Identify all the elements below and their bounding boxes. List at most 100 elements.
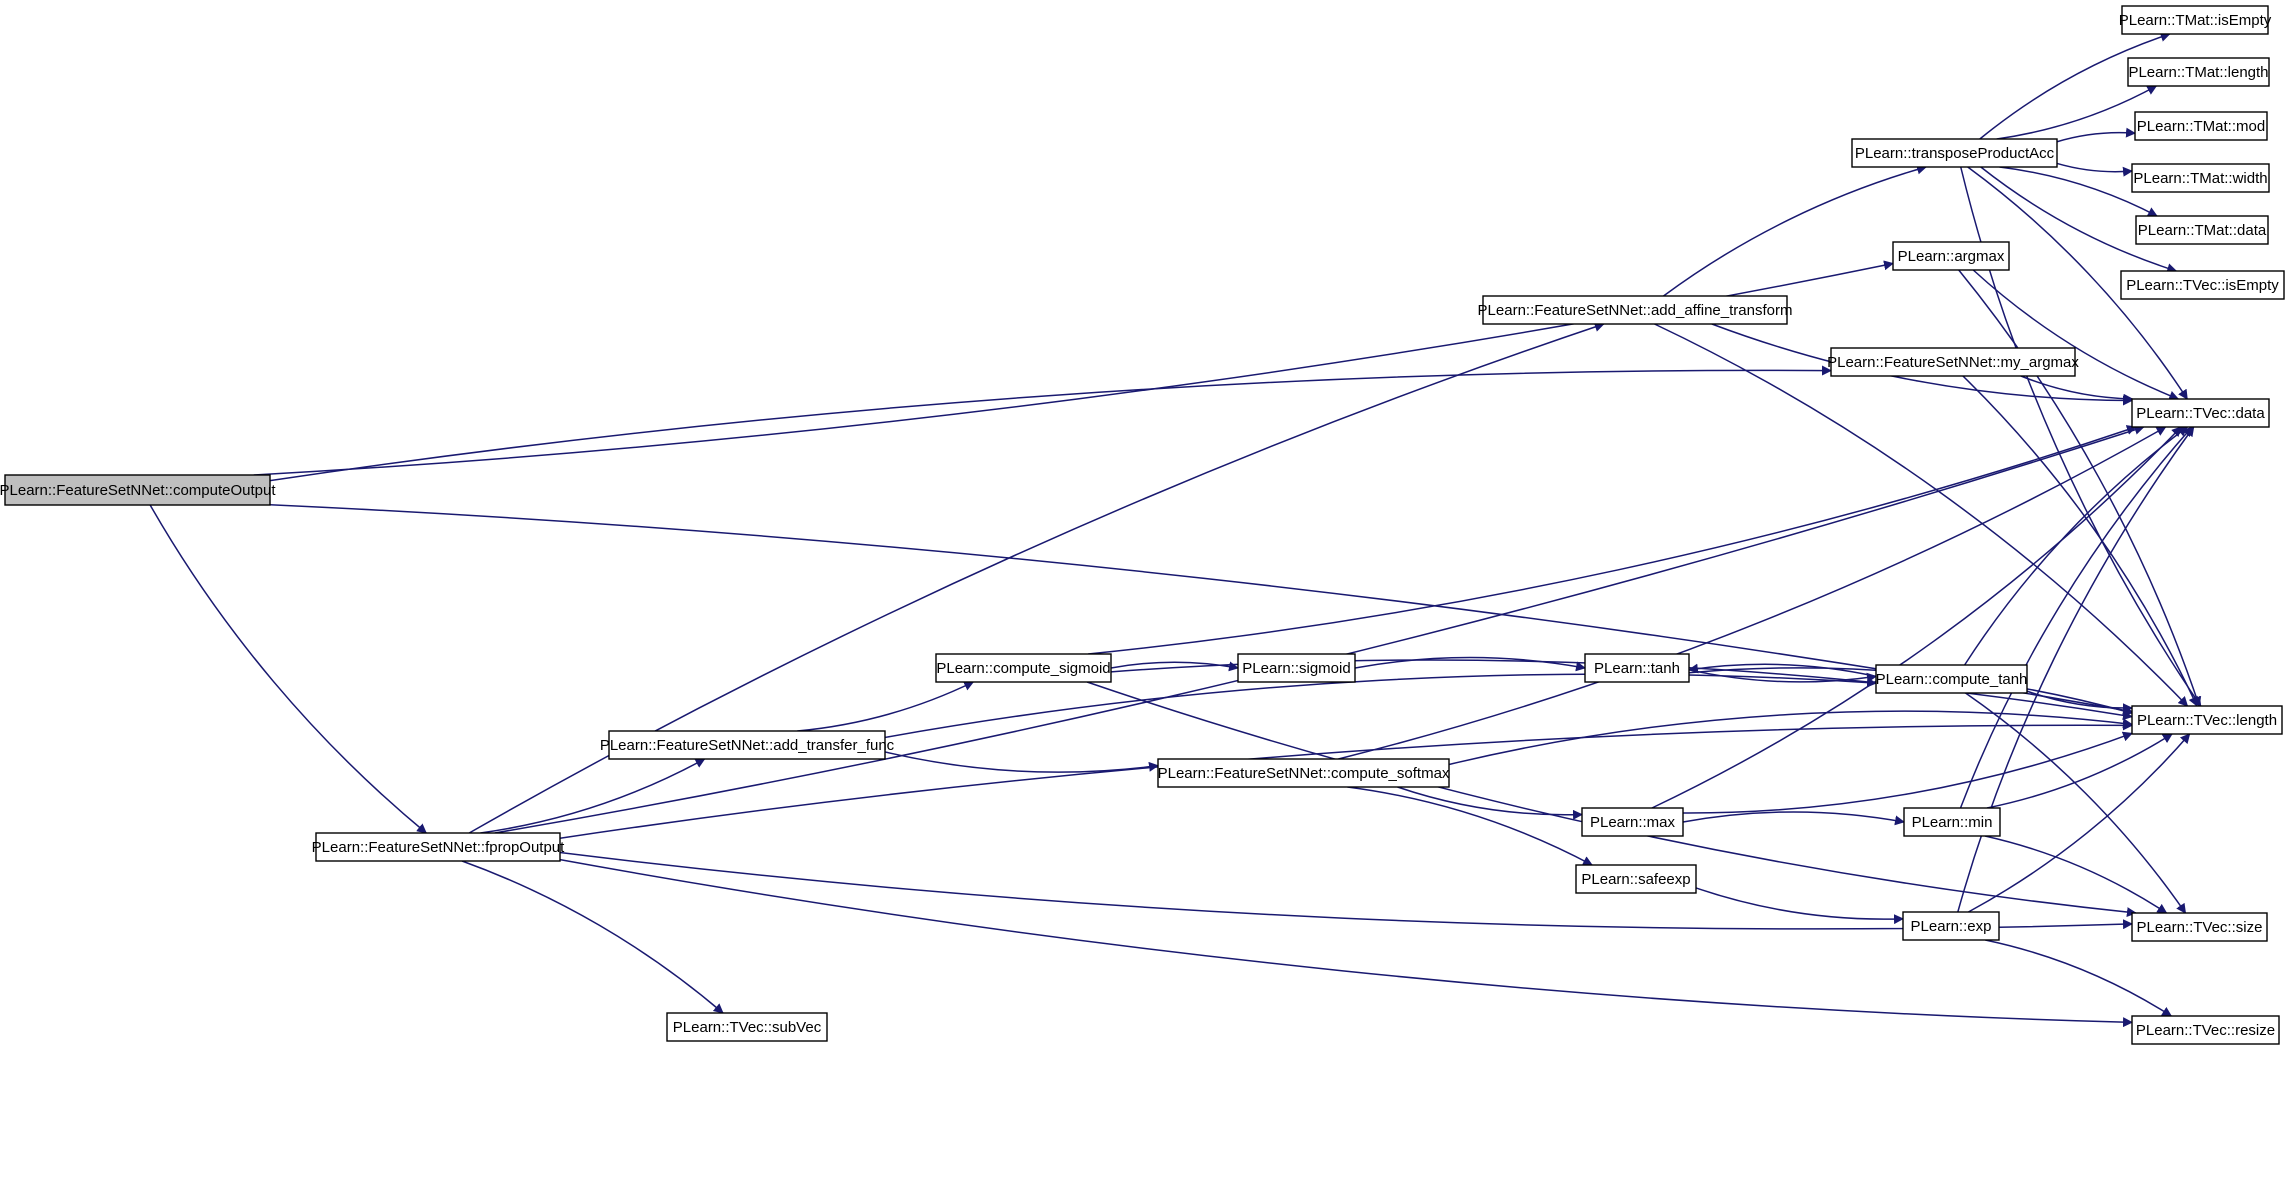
node-tmat-width[interactable]: PLearn::TMat::width (2131, 163, 2270, 193)
node-box (1875, 664, 2028, 694)
edge-n14-n11 (2056, 162, 2133, 177)
node-box (2131, 705, 2283, 735)
edge-n22-n5 (1682, 731, 2133, 814)
edge-n25-n7 (1985, 939, 2173, 1017)
node-feature-set-nnet-add-affine-transform[interactable]: PLearn::FeatureSetNNet::add_affine_trans… (1478, 295, 1793, 325)
node-box (2131, 163, 2270, 193)
node-box (1584, 653, 1690, 683)
node-box (1851, 138, 2058, 168)
node-label: PLearn::FeatureSetNNet::add_affine_trans… (1478, 302, 1793, 319)
node-safeexp[interactable]: PLearn::safeexp (1575, 864, 1697, 894)
node-tvec-length[interactable]: PLearn::TVec::length (2131, 705, 2283, 735)
node-box (2134, 111, 2268, 141)
node-box (2131, 1015, 2280, 1045)
node-box (315, 832, 561, 862)
node-layer: PLearn::FeatureSetNNet::computeOutputPLe… (0, 5, 2285, 1045)
node-box (2120, 270, 2285, 300)
node-compute-sigmoid[interactable]: PLearn::compute_sigmoid (935, 653, 1112, 683)
edge-n15-n4 (1711, 323, 2133, 406)
edge-n19-n5 (2026, 690, 2133, 714)
node-box (1581, 807, 1684, 837)
node-box (1830, 347, 2076, 377)
node-label: PLearn::TMat::width (2133, 170, 2267, 187)
edge-n0-n3 (149, 504, 427, 834)
node-tvec-is-empty[interactable]: PLearn::TVec::isEmpty (2120, 270, 2285, 300)
node-tmat-length[interactable]: PLearn::TMat::length (2127, 57, 2270, 87)
edge-n3-n26 (461, 860, 724, 1014)
node-label: PLearn::FeatureSetNNet::computeOutput (0, 482, 276, 499)
node-label: PLearn::TMat::length (2128, 64, 2268, 81)
node-feature-set-nnet-my-argmax[interactable]: PLearn::FeatureSetNNet::my_argmax (1827, 347, 2079, 377)
node-tmat-data[interactable]: PLearn::TMat::data (2135, 215, 2269, 245)
node-tmat-mod[interactable]: PLearn::TMat::mod (2134, 111, 2268, 141)
node-label: PLearn::FeatureSetNNet::fpropOutput (312, 839, 565, 856)
edge-n15-n14 (1663, 164, 1927, 297)
node-box (2127, 57, 2270, 87)
edge-layer (149, 32, 2202, 1028)
node-min[interactable]: PLearn::min (1903, 807, 2001, 837)
edge-n3-n20 (480, 758, 706, 834)
edge-n0-n2 (269, 365, 1832, 482)
edge-n15-n5 (1654, 323, 2189, 707)
node-label: PLearn::max (1590, 814, 1676, 831)
edge-n16-n17 (1110, 661, 1239, 672)
node-label: PLearn::transposeProductAcc (1855, 145, 2055, 162)
edge-n1-n5 (1958, 269, 2202, 707)
node-label: PLearn::TVec::resize (2136, 1022, 2275, 1039)
edge-n24-n25 (1695, 887, 1904, 925)
node-label: PLearn::TMat::mod (2137, 118, 2265, 135)
node-exp[interactable]: PLearn::exp (1902, 911, 2000, 941)
node-label: PLearn::TVec::length (2137, 712, 2277, 729)
node-box (666, 1012, 828, 1042)
node-label: PLearn::exp (1911, 918, 1992, 935)
edge-n14-n4 (1967, 166, 2188, 400)
edge-n18-n19 (1688, 669, 1877, 683)
node-tvec-size[interactable]: PLearn::TVec::size (2131, 912, 2268, 942)
node-feature-set-nnet-compute-output[interactable]: PLearn::FeatureSetNNet::computeOutput (0, 474, 276, 506)
node-box (1157, 758, 1450, 788)
edge-n19-n6 (1965, 692, 2187, 914)
edge-n3-n7 (559, 858, 2133, 1028)
node-label: PLearn::TVec::isEmpty (2126, 277, 2279, 294)
edge-n3-n5 (559, 720, 2133, 839)
node-label: PLearn::FeatureSetNNet::add_transfer_fun… (600, 737, 895, 754)
node-feature-set-nnet-add-transfer-func[interactable]: PLearn::FeatureSetNNet::add_transfer_fun… (600, 730, 895, 760)
node-tvec-resize[interactable]: PLearn::TVec::resize (2131, 1015, 2280, 1045)
node-compute-tanh[interactable]: PLearn::compute_tanh (1875, 664, 2028, 694)
node-label: PLearn::compute_tanh (1876, 671, 2028, 688)
node-box (1237, 653, 1356, 683)
node-tanh[interactable]: PLearn::tanh (1584, 653, 1690, 683)
edge-n20-n19 (884, 673, 1877, 739)
edge-n21-n22 (1397, 786, 1583, 820)
node-tvec-data[interactable]: PLearn::TVec::data (2131, 398, 2270, 428)
edge-n2-n5 (1962, 375, 2198, 707)
node-argmax[interactable]: PLearn::argmax (1892, 241, 2010, 271)
node-max[interactable]: PLearn::max (1581, 807, 1684, 837)
node-label: PLearn::min (1912, 814, 1993, 831)
node-box (608, 730, 886, 760)
node-sigmoid[interactable]: PLearn::sigmoid (1237, 653, 1356, 683)
node-label: PLearn::compute_sigmoid (936, 660, 1110, 677)
node-tmat-is-empty[interactable]: PLearn::TMat::isEmpty (2119, 5, 2272, 35)
edge-n21-n5 (1448, 710, 2133, 766)
node-label: PLearn::FeatureSetNNet::my_argmax (1827, 354, 2079, 371)
node-label: PLearn::TMat::data (2138, 222, 2267, 239)
edge-n16-n4 (1088, 425, 2137, 655)
edge-n22-n23 (1682, 811, 1905, 826)
node-transpose-product-acc[interactable]: PLearn::transposeProductAcc (1851, 138, 2058, 168)
edge-n19-n4 (1963, 426, 2189, 666)
edge-n22-n4 (1651, 426, 2182, 809)
edge-n0-n1 (253, 260, 1894, 476)
node-feature-set-nnet-fprop-output[interactable]: PLearn::FeatureSetNNet::fpropOutput (312, 832, 565, 862)
edge-n23-n4 (1959, 426, 2193, 809)
edge-n25-n5 (1968, 733, 2191, 913)
node-feature-set-nnet-compute-softmax[interactable]: PLearn::FeatureSetNNet::compute_softmax (1157, 758, 1450, 788)
node-label: PLearn::FeatureSetNNet::compute_softmax (1158, 765, 1450, 782)
edge-n20-n21 (884, 751, 1159, 773)
edge-n17-n18 (1354, 656, 1586, 672)
edge-n21-n24 (1347, 786, 1593, 866)
node-tvec-sub-vec[interactable]: PLearn::TVec::subVec (666, 1012, 828, 1042)
node-box (1892, 241, 2010, 271)
node-box (2121, 5, 2269, 35)
